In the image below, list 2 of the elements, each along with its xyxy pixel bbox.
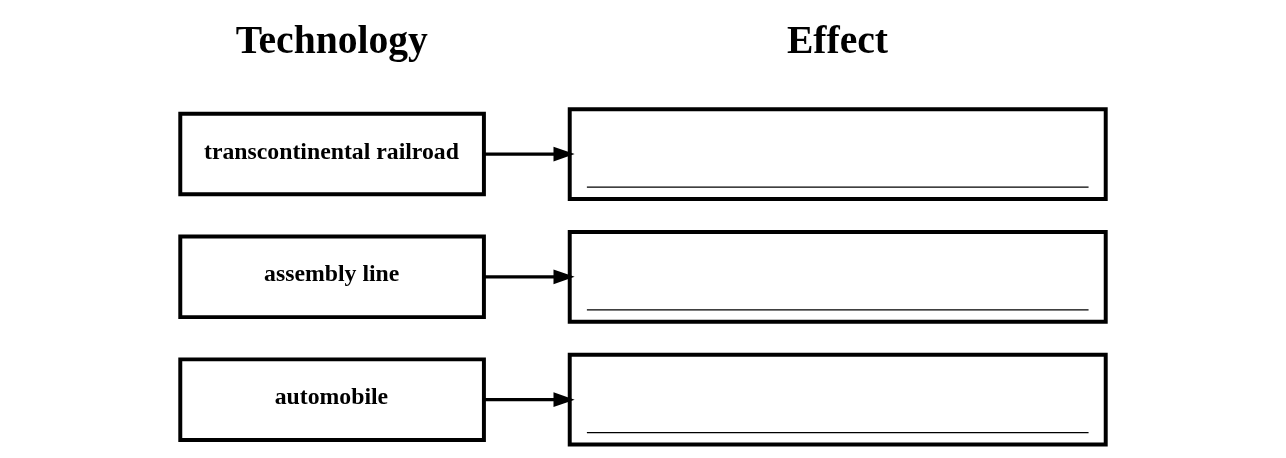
label: Effect <box>786 18 889 63</box>
label: Technology <box>235 18 428 63</box>
